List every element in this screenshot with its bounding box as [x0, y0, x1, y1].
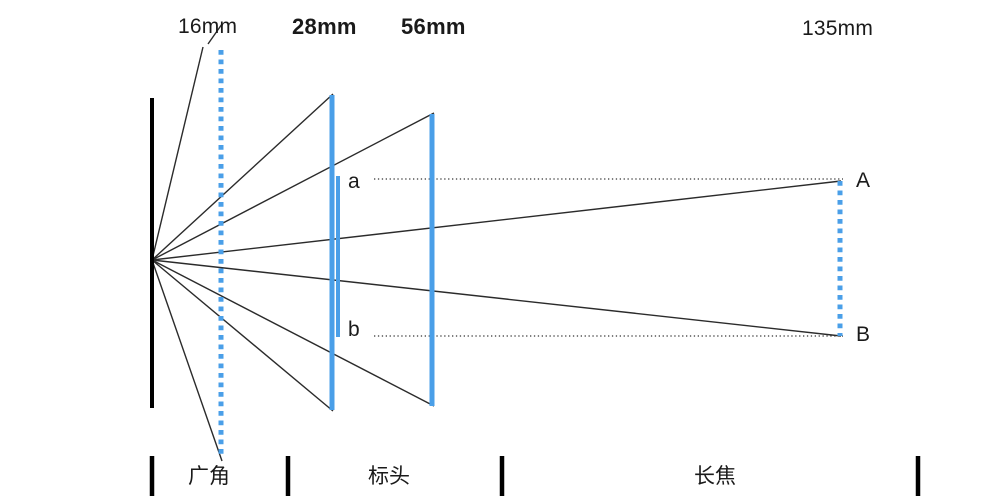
- ray-16mm-upper: [151, 46, 204, 261]
- ray-28mm-upper: [151, 93, 334, 261]
- ray-56mm-lower: [151, 259, 435, 407]
- ray-16mm-lower: [151, 259, 223, 462]
- focal-length-label-16mm: 16mm: [178, 15, 238, 38]
- zone-label-standard: 标头: [368, 464, 410, 488]
- zone-tick-group: [149, 456, 921, 496]
- pointer-16mm: [207, 23, 223, 45]
- horizontal-guide-lines: [374, 178, 843, 337]
- zone-label-wide-angle: 广角: [188, 464, 230, 488]
- focal-length-label-135mm: 135mm: [802, 17, 874, 40]
- point-label-a: A: [856, 169, 871, 192]
- lens-plane-group: [218, 50, 843, 457]
- pointer-line-group: [207, 23, 223, 45]
- ray-to-A: [151, 180, 842, 261]
- ray-to-B: [151, 259, 842, 337]
- point-label-b: b: [348, 318, 360, 341]
- point-label-a: a: [348, 170, 360, 193]
- ray-56mm-upper: [151, 112, 435, 261]
- zone-label-telephoto: 长焦: [694, 464, 736, 488]
- ray-28mm-lower: [151, 259, 334, 412]
- ray-fan: [151, 46, 842, 462]
- focal-length-label-56mm: 56mm: [401, 14, 466, 39]
- focal-length-label-28mm: 28mm: [292, 14, 357, 39]
- point-label-b: B: [856, 323, 871, 346]
